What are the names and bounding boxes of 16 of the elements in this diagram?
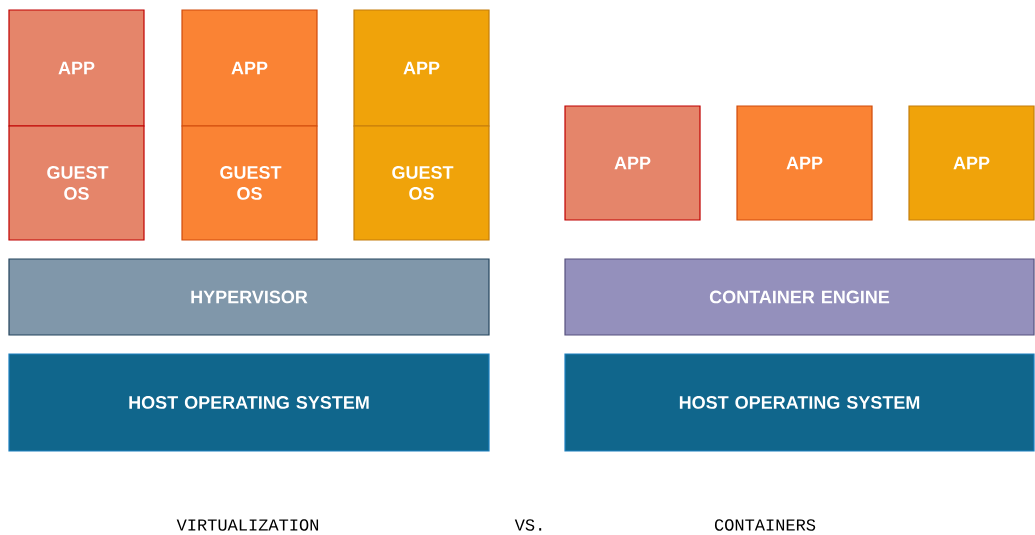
- container-engine-layer: CONTAINER ENGINE: [564, 258, 1035, 336]
- guest-os-box: GUEST OS: [8, 125, 145, 241]
- app-box: APP: [908, 105, 1035, 221]
- app-box: APP: [564, 105, 701, 221]
- guest-os-box: GUEST OS: [181, 125, 318, 241]
- host-os-layer: HOST OPERATING SYSTEM: [8, 353, 490, 452]
- caption-label: VS.: [514, 519, 542, 531]
- guest-os-box: GUEST OS: [353, 125, 490, 241]
- caption-label: VIRTUALIZATION: [176, 519, 319, 531]
- host-os-layer: HOST OPERATING SYSTEM: [564, 353, 1035, 452]
- app-box: APP: [353, 9, 490, 127]
- app-box: APP: [8, 9, 145, 127]
- hypervisor-layer: HYPERVISOR: [8, 258, 490, 336]
- app-box: APP: [736, 105, 873, 221]
- app-box: APP: [181, 9, 318, 127]
- caption-label: CONTAINERS: [714, 519, 816, 531]
